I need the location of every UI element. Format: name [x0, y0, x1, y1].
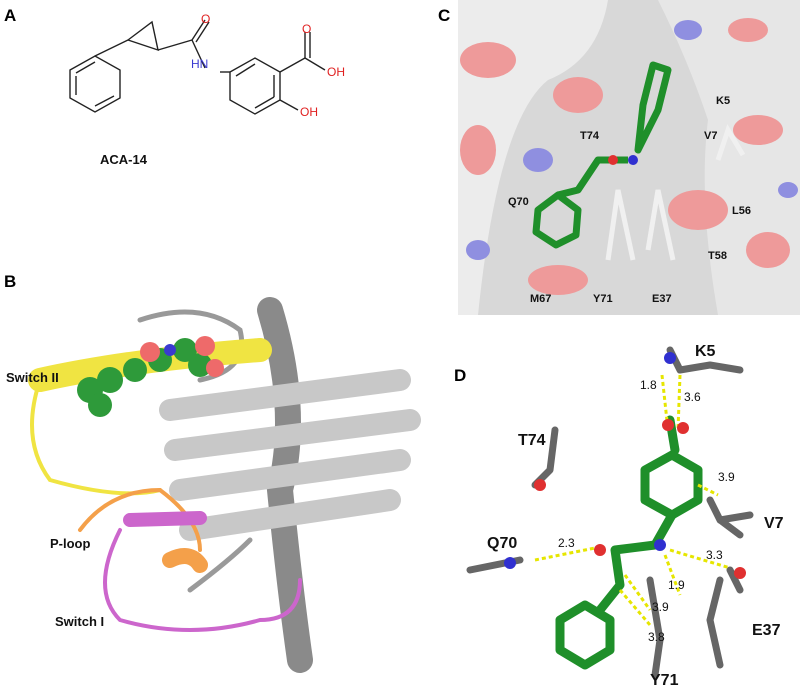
distance-k5-2: 3.6 [684, 390, 701, 404]
distance-y71-2: 3.8 [648, 630, 665, 644]
residue-c-y71: Y71 [593, 293, 613, 305]
region-switch-i: Switch I [55, 614, 105, 629]
panel-d-label: D [454, 366, 467, 385]
atom-o-acid: O [302, 22, 312, 36]
residue-c-e37: E37 [652, 293, 672, 305]
atom-o-amide: O [201, 12, 211, 26]
residue-d-q70: Q70 [487, 535, 518, 552]
residue-c-q70: Q70 [508, 196, 529, 208]
distance-y71-1: 3.9 [652, 600, 669, 614]
region-switch-ii: Switch II [6, 370, 59, 385]
residue-c-v7: V7 [704, 130, 718, 142]
residue-c-k5: K5 [716, 95, 731, 107]
region-p-loop: P-loop [50, 536, 91, 551]
atom-oh-phenol: OH [300, 105, 318, 119]
aca14-structure [69, 19, 326, 115]
residue-c-t58: T58 [708, 250, 727, 262]
distance-q70: 2.3 [558, 536, 575, 550]
residue-d-k5: K5 [695, 343, 716, 360]
protein-cartoon [28, 297, 421, 673]
distance-e37-1: 3.3 [706, 548, 723, 562]
residue-c-l56: L56 [732, 205, 751, 217]
atom-nh: HN [191, 57, 209, 71]
interaction-diagram [466, 346, 754, 679]
residue-d-v7: V7 [764, 515, 784, 532]
atom-oh-acid: OH [327, 65, 345, 79]
compound-name: ACA-14 [100, 152, 147, 167]
panel-a-label: A [4, 6, 17, 25]
residue-d-e37: E37 [752, 622, 781, 639]
residue-d-t74: T74 [518, 432, 546, 449]
surface-view [458, 0, 800, 315]
distance-e37-2: 1.9 [668, 578, 685, 592]
panel-b-label: B [4, 272, 17, 291]
residue-d-y71: Y71 [650, 672, 679, 689]
distance-v7: 3.9 [718, 470, 735, 484]
residue-c-m67: M67 [530, 293, 552, 305]
panel-c-label: C [438, 6, 451, 25]
residue-c-t74: T74 [580, 130, 599, 142]
distance-k5-1: 1.8 [640, 378, 657, 392]
